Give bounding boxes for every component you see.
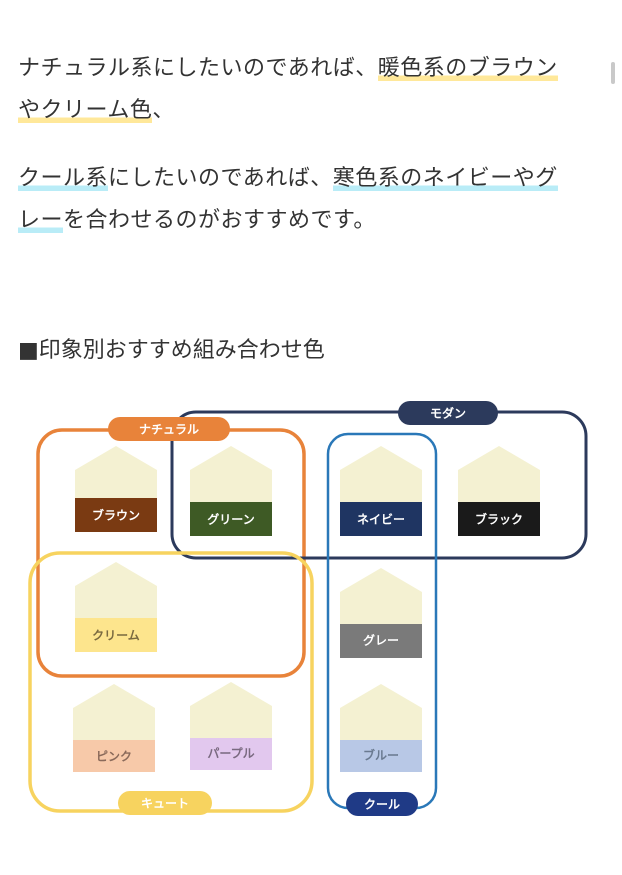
swatch-blue — [340, 740, 422, 772]
house-shape — [340, 568, 422, 624]
house-shape — [340, 684, 422, 740]
house-shape — [340, 446, 422, 502]
scrollbar[interactable] — [611, 62, 615, 84]
tile-brown: ブラウン — [75, 446, 157, 532]
group-cute-label: キュート — [118, 791, 212, 815]
section-heading: ■印象別おすすめ組み合わせ色 — [18, 338, 325, 363]
house-shape — [190, 682, 272, 738]
house-shape — [73, 684, 155, 740]
swatch-label: クリーム — [92, 629, 140, 643]
swatch-navy — [340, 502, 422, 536]
paragraph-cool: クール系にしたいのであれば、寒色系のネイビーやグレーを合わせるのがおすすめです。 — [18, 158, 598, 242]
swatch-label: グレー — [363, 633, 399, 648]
group-cute-frame — [28, 551, 314, 813]
tile-blue: ブルー — [340, 684, 422, 772]
group-natural-label: ナチュラル — [108, 417, 230, 441]
highlight-cream: やクリーム色 — [18, 98, 153, 123]
swatch-label: ネイビー — [357, 512, 405, 527]
tile-pink: ピンク — [73, 684, 155, 772]
highlight-cool: クール系 — [18, 166, 109, 191]
house-shape — [75, 562, 157, 618]
modern-label-bg — [398, 401, 498, 425]
color-combination-diagram: ナチュラル モダン クール キュート ブラウン グリーン ネイビー — [28, 401, 588, 816]
cool-label-bg — [346, 792, 418, 816]
natural-label-text: ナチュラル — [139, 423, 199, 437]
tile-cream: クリーム — [75, 562, 157, 652]
swatch-label: ピンク — [96, 750, 132, 764]
swatch-label: ブラウン — [92, 508, 140, 523]
group-modern-label: モダン — [398, 401, 498, 425]
paragraph-text: にしたいのであれば、 — [108, 166, 333, 191]
cool-label-text: クール — [364, 798, 400, 812]
natural-label-bg — [108, 417, 230, 441]
highlight-cold-colors: 寒色系のネイビーやグ — [332, 166, 558, 191]
highlight-gray: レー — [18, 208, 64, 233]
tile-green: グリーン — [190, 446, 272, 536]
swatch-gray — [340, 624, 422, 658]
tile-gray: グレー — [340, 568, 422, 658]
swatch-brown — [75, 498, 157, 532]
swatch-label: パープル — [207, 746, 254, 761]
swatch-label: グリーン — [207, 512, 254, 527]
swatch-black — [458, 502, 540, 536]
house-shape — [190, 446, 272, 502]
modern-label-text: モダン — [430, 406, 466, 421]
swatch-label: ブラック — [475, 512, 523, 527]
swatch-green — [190, 502, 272, 536]
house-shape — [75, 446, 157, 498]
paragraph-text: 、 — [152, 98, 175, 123]
highlight-warm-colors: 暖色系のブラウン — [377, 56, 558, 81]
swatch-pink — [73, 740, 155, 772]
swatch-label: ブルー — [363, 748, 399, 763]
tile-purple: パープル — [190, 682, 272, 770]
tile-black: ブラック — [458, 446, 540, 536]
group-modern-frame — [170, 410, 588, 560]
tile-navy: ネイビー — [340, 446, 422, 536]
cute-label-bg — [118, 791, 212, 815]
paragraph-text: を合わせるのがおすすめです。 — [63, 208, 376, 233]
house-shape — [458, 446, 540, 502]
swatch-purple — [190, 738, 272, 770]
swatch-cream — [75, 618, 157, 652]
group-cool-label: クール — [346, 792, 418, 816]
paragraph-natural: ナチュラル系にしたいのであれば、暖色系のブラウンやクリーム色、 — [18, 48, 598, 132]
cute-label-text: キュート — [141, 797, 189, 811]
paragraph-text: ナチュラル系にしたいのであれば、 — [18, 56, 378, 81]
